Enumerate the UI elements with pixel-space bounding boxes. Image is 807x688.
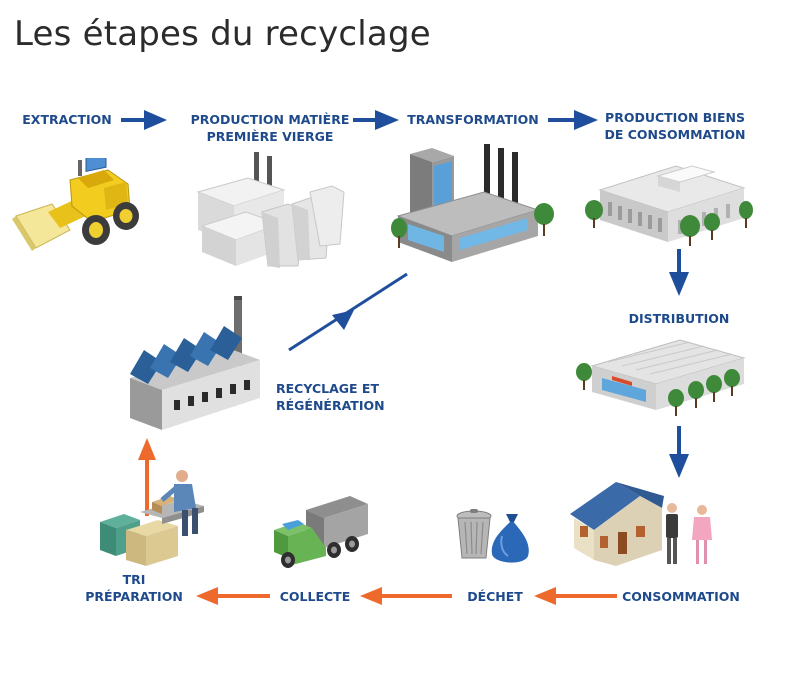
industrial-building-icon <box>585 165 753 246</box>
step-label-transformation: TRANSFORMATION <box>407 112 539 127</box>
arrow-transformation-to-biens <box>548 110 598 130</box>
arrow-extraction-to-production <box>121 110 167 130</box>
arrow-consommation-to-dechet <box>534 587 617 605</box>
step-label-distribution: DISTRIBUTION <box>628 311 730 326</box>
step-label-recyclage: RECYCLAGE ET RÉGÉNÉRATION <box>276 381 385 413</box>
arrow-distribution-to-consommation <box>669 426 689 478</box>
step-label-collecte: COLLECTE <box>279 589 351 604</box>
arrow-recyclage-to-transformation <box>288 272 408 352</box>
arrow-biens-to-distribution <box>669 249 689 296</box>
warehouse-store-icon <box>576 339 746 416</box>
step-label-production-matiere: PRODUCTION MATIÈRE PREMIÈRE VIERGE <box>190 112 350 144</box>
garbage-truck-icon <box>274 496 368 568</box>
recycling-factory-icon <box>130 296 260 430</box>
diagram-title: Les étapes du recyclage <box>14 14 431 54</box>
step-label-tri: TRI PRÉPARATION <box>85 572 183 604</box>
arrow-dechet-to-collecte <box>360 587 452 605</box>
house-family-icon <box>570 482 712 566</box>
step-label-extraction: EXTRACTION <box>22 112 112 127</box>
step-label-production-biens: PRODUCTION BIENS DE CONSOMMATION <box>604 110 746 142</box>
arrow-production-to-transformation <box>353 110 399 130</box>
bulldozer-icon <box>12 158 139 251</box>
step-label-consommation: CONSOMMATION <box>622 589 740 604</box>
step-label-dechet: DÉCHET <box>467 589 523 604</box>
factory-icon <box>391 144 554 262</box>
trash-bag-icon <box>456 509 529 563</box>
sorting-worker-icon <box>100 470 204 566</box>
arrow-collecte-to-tri <box>196 587 270 605</box>
raw-material-plant-icon <box>196 152 345 268</box>
arrow-tri-to-recyclage <box>138 438 156 516</box>
